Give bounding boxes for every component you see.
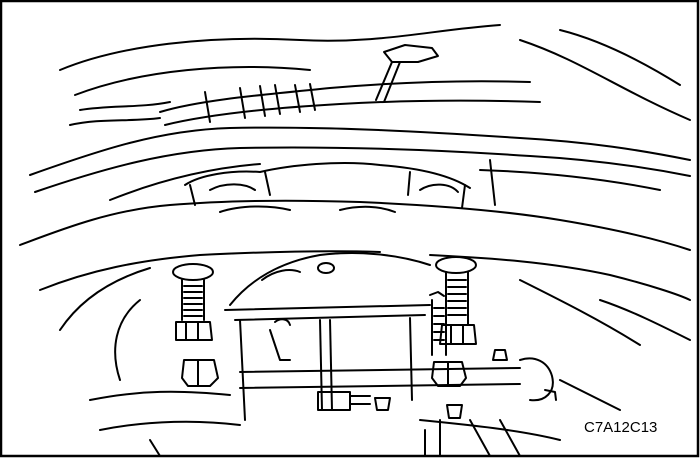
- small-fasteners: [374, 349, 557, 419]
- mount-body: [224, 252, 431, 421]
- engine-mount-bracket: [184, 162, 471, 209]
- crossmember-rail: [29, 126, 691, 206]
- through-bolt: [239, 357, 621, 411]
- right-nut: [431, 361, 467, 387]
- subframe-panel: [19, 199, 691, 381]
- lower-frame: [89, 390, 561, 457]
- upper-body-panel: [59, 24, 691, 126]
- coolant-hose: [159, 80, 541, 126]
- left-nut: [181, 359, 219, 387]
- figure-code: C7A12C13: [584, 419, 657, 436]
- tool-handle: [375, 44, 439, 103]
- right-lower-bolt: [429, 291, 447, 356]
- left-bolt: [172, 263, 214, 341]
